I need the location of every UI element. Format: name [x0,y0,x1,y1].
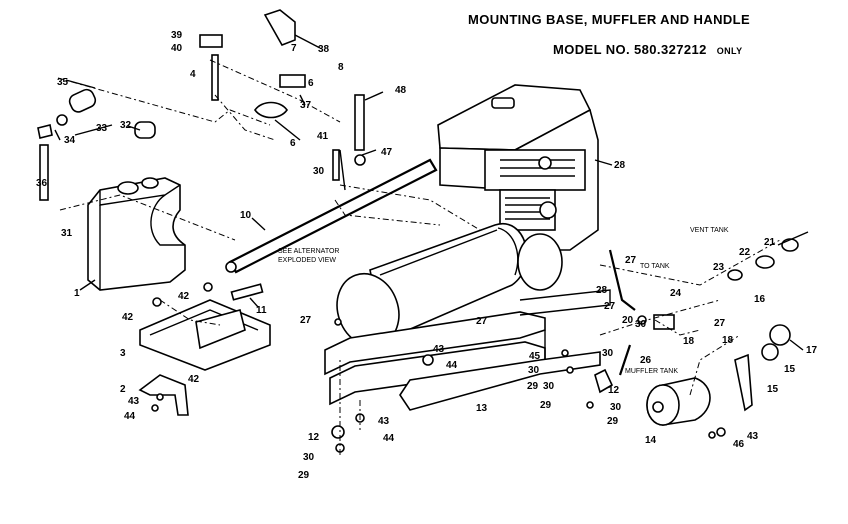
callout-34: 34 [64,135,76,146]
brackets [138,283,271,416]
callout-12b: 12 [608,385,620,396]
callout-30d: 30 [543,381,555,392]
callouts: 1 2 3 4 6 6 7 8 10 11 12 12 13 14 15 15 … [36,30,818,481]
callout-24: 24 [670,288,682,299]
callout-44a: 44 [124,411,136,422]
callout-14: 14 [645,435,657,446]
vent-tank-note: VENT TANK [690,227,729,234]
callout-18b: 18 [722,335,734,346]
callout-44b: 44 [446,360,458,371]
callout-30f: 30 [610,402,622,413]
callout-2: 2 [120,384,126,395]
callout-28b: 28 [596,285,608,296]
callout-43b: 43 [433,344,445,355]
callout-36: 36 [36,178,48,189]
callout-47: 47 [381,147,393,158]
alternator-note-2: EXPLODED VIEW [278,257,336,264]
callout-15a: 15 [784,364,796,375]
callout-43d: 43 [747,431,759,442]
callout-42c: 42 [188,374,200,385]
model-number: MODEL NO. 580.327212 ONLY [553,42,743,57]
callout-16: 16 [754,294,766,305]
callout-28a: 28 [614,160,626,171]
callout-42a: 42 [178,291,190,302]
callout-29d: 29 [607,416,619,427]
muffler [646,238,799,426]
callout-21: 21 [764,237,776,248]
callout-27a: 27 [300,315,312,326]
callout-13: 13 [476,403,488,414]
alternator-note-1: SEE ALTERNATOR [278,248,339,255]
callout-38: 38 [318,44,330,55]
callout-31: 31 [61,228,73,239]
hardware [37,9,726,453]
callout-22: 22 [739,247,751,258]
callout-46: 46 [733,439,745,450]
mounting-base [324,289,611,411]
callout-17: 17 [806,345,818,356]
callout-20: 20 [622,315,634,326]
callout-43c: 43 [378,416,390,427]
callout-32: 32 [120,120,132,131]
muffler-tank-note: MUFFLER TANK [625,368,678,375]
callout-42b: 42 [122,312,134,323]
callout-27e: 27 [714,318,726,329]
model-suffix: ONLY [716,46,743,56]
callout-8: 8 [338,62,344,73]
to-tank-note: TO TANK [640,263,670,270]
alternator [336,222,563,348]
callout-40: 40 [171,43,183,54]
callout-12a: 12 [308,432,320,443]
callout-26: 26 [640,355,652,366]
engine [437,84,599,251]
callout-35: 35 [57,77,69,88]
callout-4: 4 [190,69,196,80]
callout-44c: 44 [383,433,395,444]
callout-30e: 30 [602,348,614,359]
callout-29c: 29 [540,400,552,411]
callout-27d: 27 [604,301,616,312]
callout-6a: 6 [308,78,314,89]
callout-29b: 29 [527,381,539,392]
callout-7: 7 [291,43,297,54]
callout-3: 3 [120,348,126,359]
callout-30a: 30 [313,166,325,177]
callout-23: 23 [713,262,725,273]
diagram-title: MOUNTING BASE, MUFFLER AND HANDLE [468,12,751,27]
model-label: MODEL NO. 580.327212 [553,42,707,57]
callout-15b: 15 [767,384,779,395]
callout-27b: 27 [476,316,488,327]
callout-10: 10 [240,210,252,221]
fuel-tank [87,121,186,291]
callout-37: 37 [300,100,312,111]
callout-33: 33 [96,123,108,134]
callout-18a: 18 [683,336,695,347]
callout-48: 48 [395,85,407,96]
callout-6b: 6 [290,138,296,149]
callout-29a: 29 [298,470,310,481]
callout-43a: 43 [128,396,140,407]
handle [225,158,438,274]
callout-41: 41 [317,131,329,142]
drawing-notes: SEE ALTERNATOR EXPLODED VIEW MUFFLER TAN… [278,227,729,375]
callout-30c: 30 [528,365,540,376]
callout-27c: 27 [625,255,637,266]
callout-30g: 30 [635,319,647,330]
callout-39: 39 [171,30,183,41]
callout-45: 45 [529,351,541,362]
leader-lines [54,34,809,351]
assembly-lines [57,59,781,455]
callout-1: 1 [74,288,80,299]
callout-11: 11 [256,305,267,316]
callout-30b: 30 [303,452,315,463]
